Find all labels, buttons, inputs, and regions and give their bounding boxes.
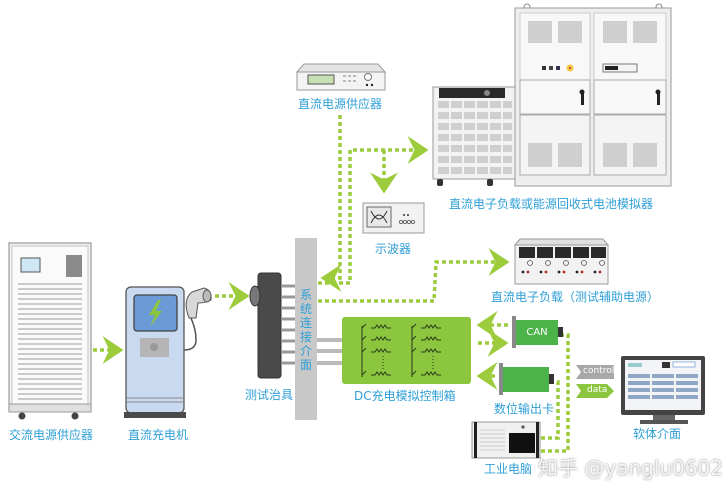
control-tag-label: control — [583, 366, 615, 376]
dc-power-supply-icon — [295, 63, 387, 91]
can-card-icon — [512, 316, 563, 348]
link-pc-to-digital — [541, 380, 560, 440]
system-interface-bus-icon — [295, 238, 317, 420]
ipc-label: 工业电脑 — [484, 462, 533, 476]
dc-power-label: 直流电源供应器 — [298, 97, 383, 111]
diagram-canvas — [8, 3, 705, 459]
dc-charger-label: 直流充电机 — [128, 428, 189, 442]
interface-label: 系 统 连 接 介 面 — [298, 288, 314, 372]
interface-label-char: 接 — [299, 330, 312, 344]
aux-load-label: 直流电子负载（测试辅助电源） — [491, 290, 660, 304]
ac-power-cabinet-icon — [8, 242, 92, 420]
interface-label-char: 介 — [299, 344, 312, 358]
interface-label-char: 统 — [299, 302, 312, 316]
multi-channel-dc-load-icon — [513, 238, 610, 285]
dc-charging-control-box-icon — [342, 317, 471, 384]
ev-charger-icon — [124, 286, 212, 418]
interface-label-char: 系 — [299, 288, 312, 302]
control-box-label: DC充电模拟控制箱 — [354, 389, 456, 403]
software-monitor-icon — [621, 356, 705, 424]
digital-output-label: 数位输出卡 — [494, 402, 555, 416]
oscilloscope-icon — [362, 202, 425, 234]
arrow-interface-to-load — [318, 136, 429, 285]
control-tag — [576, 365, 614, 379]
interface-label-char: 面 — [299, 358, 312, 372]
ac-source-label: 交流电源供应器 — [9, 428, 94, 442]
oscilloscope-label: 示波器 — [375, 242, 412, 256]
fixture-label: 测试治具 — [245, 388, 294, 402]
interface-label-char: 连 — [299, 316, 312, 330]
can-card-label: CAN — [526, 327, 548, 338]
electronic-load-icon — [432, 86, 518, 186]
arrow-dcpower-to-interface — [320, 115, 342, 292]
industrial-pc-icon — [471, 421, 541, 459]
test-fixture-icon — [249, 272, 295, 379]
data-tag-label: data — [587, 385, 608, 395]
load-simulator-label: 直流电子负载或能源回收式电池模拟器 — [449, 197, 654, 211]
battery-simulator-cabinet-icon — [514, 3, 672, 187]
digital-output-card-icon — [499, 363, 554, 395]
software-label: 软体介面 — [633, 427, 682, 441]
link-pc-to-can — [541, 333, 570, 453]
data-tag — [576, 384, 614, 398]
arrow-interface-to-aux-load — [318, 248, 510, 303]
watermark: 知乎 @yanglu0602 — [538, 456, 723, 480]
bus-to-control-box-lines — [317, 338, 342, 365]
